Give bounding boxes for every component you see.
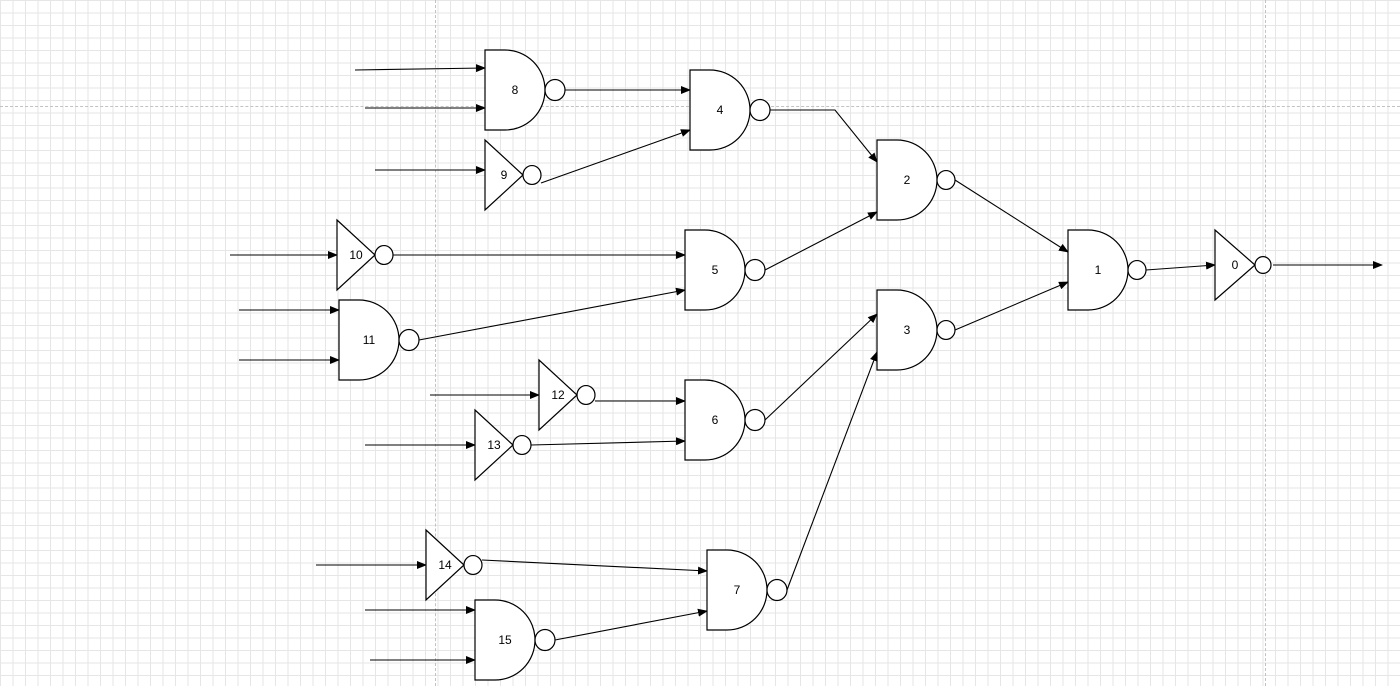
gate-label: 9 xyxy=(501,168,508,182)
gate-label: 4 xyxy=(717,103,724,117)
inversion-bubble xyxy=(544,78,566,102)
wire-g6-to-g3[interactable] xyxy=(764,313,878,421)
not-gate-10[interactable]: 10 xyxy=(336,218,394,292)
inversion-bubble xyxy=(512,434,532,456)
gate-label: 8 xyxy=(512,83,519,97)
wire-g9-to-g4[interactable] xyxy=(540,129,691,184)
gate-label: 14 xyxy=(438,558,452,572)
nand-gate-8[interactable]: 8 xyxy=(484,49,566,131)
inversion-bubble xyxy=(744,258,766,282)
inversion-bubble xyxy=(522,164,542,186)
inversion-bubble xyxy=(749,98,771,122)
wire-g7-to-g3[interactable] xyxy=(786,351,878,591)
inversion-bubble xyxy=(463,554,483,576)
wire-g3-to-g1[interactable] xyxy=(954,281,1069,331)
nand-gate-11[interactable]: 11 xyxy=(338,299,420,381)
wire-g13-to-g6[interactable] xyxy=(530,437,686,446)
not-gate-body xyxy=(538,358,578,432)
wire-g11-to-g5[interactable] xyxy=(418,287,686,341)
not-gate-9[interactable]: 9 xyxy=(484,138,542,212)
gate-label: 5 xyxy=(712,263,719,277)
nand-gate-2[interactable]: 2 xyxy=(876,139,956,221)
not-gate-body xyxy=(1214,228,1256,302)
inversion-bubble xyxy=(744,408,766,432)
inversion-bubble xyxy=(398,328,420,352)
inversion-bubble xyxy=(936,319,956,341)
wire-g1-to-g0[interactable] xyxy=(1145,261,1216,271)
nand-gate-3[interactable]: 3 xyxy=(876,289,956,371)
gate-label: 2 xyxy=(904,173,911,187)
inversion-bubble xyxy=(1254,256,1272,275)
not-gate-14[interactable]: 14 xyxy=(425,528,483,602)
nand-gate-7[interactable]: 7 xyxy=(706,549,788,631)
not-gate-0[interactable]: 0 xyxy=(1214,228,1272,302)
wire-g15-to-g7[interactable] xyxy=(554,608,708,641)
nand-gate-1[interactable]: 1 xyxy=(1067,229,1147,311)
inversion-bubble xyxy=(936,169,956,191)
inversion-bubble xyxy=(576,384,596,406)
not-gate-body xyxy=(425,528,465,602)
input-wire[interactable] xyxy=(354,64,486,73)
gate-label: 6 xyxy=(712,413,719,427)
inversion-bubble xyxy=(374,244,394,266)
inversion-bubble xyxy=(766,578,788,602)
wires-layer xyxy=(230,64,1383,664)
gate-label: 3 xyxy=(904,323,911,337)
gate-label: 13 xyxy=(487,438,501,452)
gate-label: 7 xyxy=(734,583,741,597)
not-gate-body xyxy=(484,138,524,212)
vertical-guide-line xyxy=(435,0,436,686)
gate-label: 11 xyxy=(363,333,376,347)
not-gate-body xyxy=(474,408,514,482)
wire-g4-to-g2[interactable] xyxy=(770,109,878,163)
nand-gate-15[interactable]: 15 xyxy=(474,599,556,681)
gate-label: 15 xyxy=(498,633,512,647)
inversion-bubble xyxy=(534,628,556,652)
nand-gate-5[interactable]: 5 xyxy=(684,229,766,311)
wire-g14-to-g7[interactable] xyxy=(481,559,708,575)
not-gate-12[interactable]: 12 xyxy=(538,358,596,432)
gate-label: 10 xyxy=(349,248,363,262)
gate-label: 0 xyxy=(1232,258,1239,272)
not-gate-13[interactable]: 13 xyxy=(474,408,532,482)
inversion-bubble xyxy=(1127,259,1147,281)
gate-label: 1 xyxy=(1095,263,1102,277)
nand-gate-4[interactable]: 4 xyxy=(689,69,771,151)
wire-g5-to-g2[interactable] xyxy=(764,211,878,271)
gate-label: 12 xyxy=(551,388,565,402)
wire-g2-to-g1[interactable] xyxy=(954,179,1069,253)
not-gate-body xyxy=(336,218,376,292)
nand-gate-6[interactable]: 6 xyxy=(684,379,766,461)
vertical-guide-line xyxy=(1265,0,1266,686)
